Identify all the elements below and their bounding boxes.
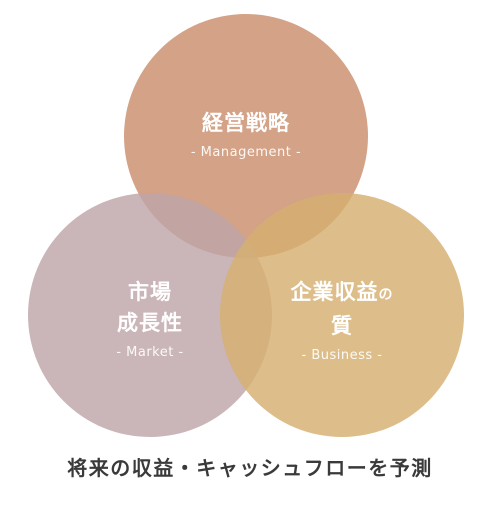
market-title-line2: 成長性 <box>117 311 183 335</box>
market-title-line1: 市場 <box>128 280 172 304</box>
label-management: 経営戦略 - Management - <box>191 108 301 160</box>
label-market: 市場 成長性 - Market - <box>116 277 183 360</box>
diagram-caption: 将来の収益・キャッシュフローを予測 <box>67 456 433 480</box>
label-business: 企業収益の 質 - Business - <box>291 277 394 363</box>
business-title-main: 企業収益 <box>290 280 379 304</box>
business-title-line2: 質 <box>331 314 353 338</box>
business-title-particle: の <box>378 287 394 303</box>
circle-market <box>28 193 272 437</box>
business-title-line1: 企業収益の <box>291 277 394 311</box>
business-subtitle: - Business - <box>301 348 383 363</box>
circle-business <box>220 193 464 437</box>
market-subtitle: - Market - <box>116 345 184 360</box>
management-title: 経営戦略 <box>201 111 290 135</box>
circle-management <box>124 14 368 258</box>
management-subtitle: - Management - <box>190 145 302 160</box>
